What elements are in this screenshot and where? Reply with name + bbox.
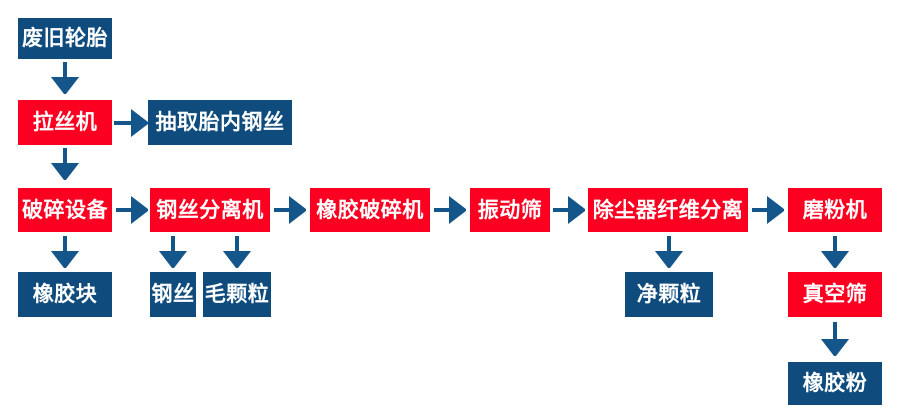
node-extract-inner-steel-wire[interactable]: 抽取胎内钢丝 — [148, 100, 292, 145]
node-label: 净颗粒 — [636, 282, 702, 306]
arrow-right-vibrating-screen-to-dust-fiber-separator — [553, 195, 585, 225]
arrow-right-rubber-crusher-to-vibrating-screen — [434, 195, 466, 225]
node-label: 橡胶粉 — [802, 371, 868, 395]
node-rubber-block[interactable]: 橡胶块 — [18, 272, 112, 317]
node-label: 拉丝机 — [32, 110, 98, 134]
node-label: 橡胶破碎机 — [316, 197, 424, 222]
node-label: 振动筛 — [477, 197, 543, 222]
node-crushing-equipment[interactable]: 破碎设备 — [18, 188, 112, 232]
node-drawing-machine[interactable]: 拉丝机 — [18, 100, 112, 145]
arrow-right-wire-separator-to-rubber-crusher — [274, 195, 306, 225]
node-steel-wire[interactable]: 钢丝 — [150, 272, 196, 317]
node-label: 毛颗粒 — [204, 282, 270, 306]
node-rubber-powder[interactable]: 橡胶粉 — [788, 362, 882, 405]
node-label: 橡胶块 — [32, 282, 98, 306]
node-label: 除尘器纤维分离 — [592, 197, 744, 222]
node-steel-wire-separator[interactable]: 钢丝分离机 — [150, 188, 270, 232]
arrow-right-crusher-to-wire-separator — [116, 195, 148, 225]
node-label: 抽取胎内钢丝 — [155, 110, 285, 134]
arrow-right-drawing-machine-to-steel-wire — [114, 108, 148, 138]
arrow-down-grinder-to-vacuum-screen — [821, 236, 849, 268]
node-waste-tire[interactable]: 废旧轮胎 — [18, 18, 112, 59]
arrow-down-fiber-separator-to-clean-granule — [655, 236, 683, 268]
node-rubber-crusher[interactable]: 橡胶破碎机 — [310, 188, 430, 232]
node-vacuum-screen[interactable]: 真空筛 — [788, 272, 882, 317]
arrow-down-vacuum-screen-to-rubber-powder — [821, 322, 849, 356]
node-hairy-granule[interactable]: 毛颗粒 — [203, 272, 271, 317]
node-clean-granule[interactable]: 净颗粒 — [625, 272, 713, 317]
node-label: 真空筛 — [802, 282, 868, 306]
arrow-down-crusher-to-rubber-block — [51, 236, 79, 268]
node-label: 磨粉机 — [802, 197, 868, 222]
arrow-down-wire-separator-to-hairy-granule — [223, 236, 251, 268]
arrow-down-tire-to-drawing-machine — [51, 62, 79, 94]
node-vibrating-screen[interactable]: 振动筛 — [470, 188, 550, 232]
node-label: 破碎设备 — [22, 197, 108, 222]
node-grinding-mill[interactable]: 磨粉机 — [788, 188, 882, 232]
node-label: 废旧轮胎 — [22, 26, 108, 50]
node-label: 钢丝 — [151, 282, 195, 306]
arrow-down-drawing-machine-to-crusher — [51, 148, 79, 180]
arrow-down-wire-separator-to-steel-wire — [159, 236, 187, 268]
arrow-right-fiber-separator-to-grinder — [752, 195, 784, 225]
node-label: 钢丝分离机 — [156, 197, 264, 222]
node-dust-collector-fiber-separation[interactable]: 除尘器纤维分离 — [588, 188, 748, 232]
